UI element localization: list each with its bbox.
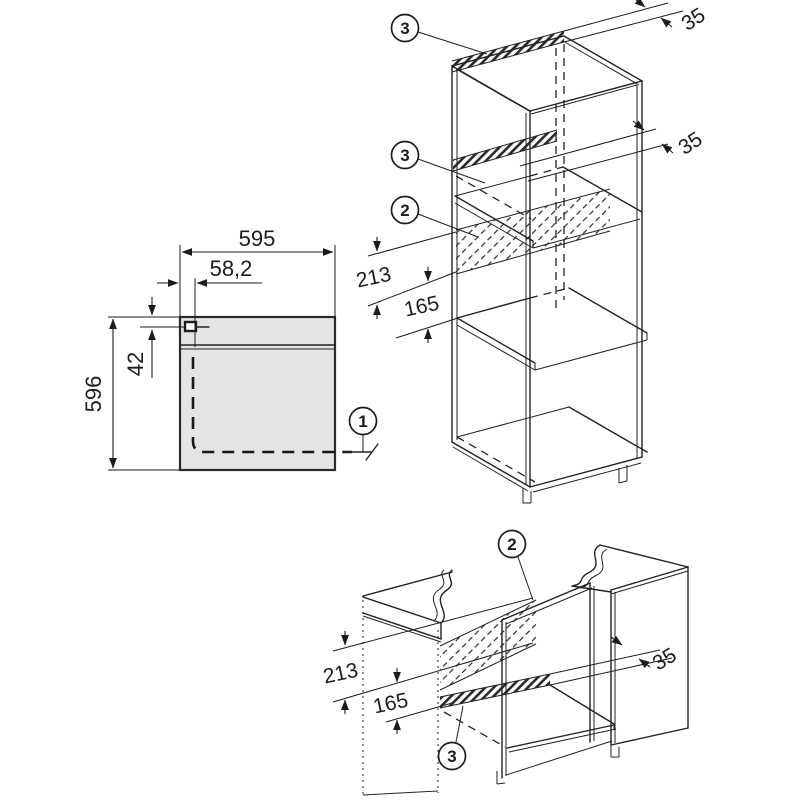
worktop-break-right: [571, 544, 601, 587]
dim-label-165-tall: 165: [402, 292, 441, 322]
dim-label-213-base: 213: [321, 659, 360, 689]
base-unit-view: 213 165 35 2 3: [321, 529, 689, 796]
callout-vent-shelf: 3: [390, 140, 486, 184]
dim-width-595: 595: [179, 226, 336, 316]
callout-label-3a: 3: [400, 19, 409, 38]
rear-cutout-hatch: [456, 189, 610, 274]
dim-below-165: 165: [395, 267, 459, 343]
front-view: 1 595 58,2 42: [81, 226, 379, 472]
dim-below-165-base: 165: [371, 668, 453, 734]
dim-cutout-213-base: 213: [321, 597, 534, 714]
connection-box: [183, 320, 198, 333]
dim-label-213-tall: 213: [354, 263, 393, 293]
rear-cutout-hatch-base: [440, 600, 536, 690]
middle-shelf: [456, 287, 648, 371]
callout-circle-2a: [390, 195, 420, 225]
callout-door: 1: [348, 406, 378, 436]
dim-label-165-base: 165: [371, 689, 410, 719]
left-cabinet: [362, 569, 453, 796]
dim-label-42: 42: [123, 352, 148, 376]
dim-cutout-213: 213: [354, 231, 457, 319]
right-cabinet: [496, 544, 689, 785]
niche-floor: [443, 684, 617, 753]
unit-base: [451, 406, 648, 504]
callout-circle-3c: [437, 741, 467, 771]
dim-label-596: 596: [81, 376, 106, 413]
callout-label-2a: 2: [400, 201, 409, 220]
worktop-break-left: [439, 569, 453, 624]
callout-label-1: 1: [358, 412, 367, 431]
dim-label-58-2: 58,2: [210, 256, 253, 281]
dim-offset-58-2: 58,2: [157, 256, 262, 287]
callout-label-2b: 2: [507, 535, 516, 554]
dim-label-35-base: 35: [649, 644, 681, 676]
dim-gap-top-35: 35: [563, 0, 710, 43]
dim-label-35-shelf: 35: [674, 128, 706, 160]
callout-vent-top: 3: [390, 13, 488, 55]
callout-circle-1: [348, 406, 378, 436]
callout-cutout-tall: 2: [390, 195, 479, 238]
callout-circle-3a: [390, 13, 420, 43]
callout-label-3b: 3: [400, 146, 409, 165]
callout-circle-3b: [390, 140, 420, 170]
callout-label-3c: 3: [447, 747, 456, 766]
callout-circle-2b: [497, 529, 527, 559]
leader-tick: [365, 443, 379, 461]
callout-cutout-base: 2: [497, 529, 534, 601]
appliance-outline: [178, 315, 337, 472]
tall-unit-view: 35 35 213 165 3: [354, 0, 710, 504]
dim-label-595: 595: [239, 226, 276, 251]
dim-gap-shelf-35: 35: [519, 120, 707, 182]
door-swing-dashed: [191, 357, 352, 454]
dim-height-596: 596: [81, 316, 180, 471]
dim-label-35-top: 35: [677, 4, 709, 36]
vent-strip-bottom: [440, 674, 550, 708]
vent-strip-shelf: [453, 130, 557, 171]
callout-vent-bottom: 3: [437, 705, 467, 771]
dim-top-42: 42: [123, 297, 156, 378]
